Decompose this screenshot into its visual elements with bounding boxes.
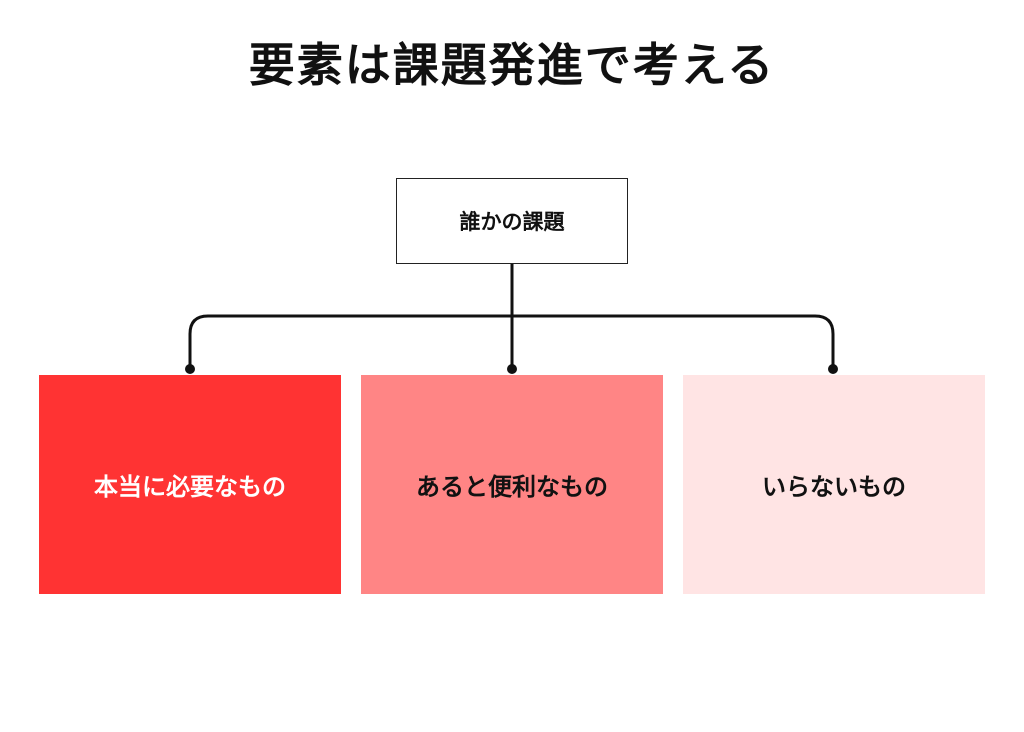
child-node-essential-label: 本当に必要なもの bbox=[94, 473, 286, 501]
child-node-unneeded: いらないもの bbox=[683, 375, 985, 594]
connector-dot-right bbox=[828, 364, 838, 374]
connector-dot-center bbox=[507, 364, 517, 374]
root-node-label: 誰かの課題 bbox=[459, 210, 565, 234]
root-node: 誰かの課題 bbox=[396, 178, 628, 264]
connector-dot-left bbox=[185, 364, 195, 374]
connector-group bbox=[188, 264, 835, 369]
child-node-essential: 本当に必要なもの bbox=[39, 375, 341, 594]
diagram-title: 要素は課題発進で考える bbox=[248, 38, 776, 92]
child-node-unneeded-label: いらないもの bbox=[762, 473, 906, 501]
child-node-convenient-label: あると便利なもの bbox=[416, 473, 608, 501]
child-node-convenient: あると便利なもの bbox=[361, 375, 663, 594]
branch-bar bbox=[188, 314, 835, 369]
